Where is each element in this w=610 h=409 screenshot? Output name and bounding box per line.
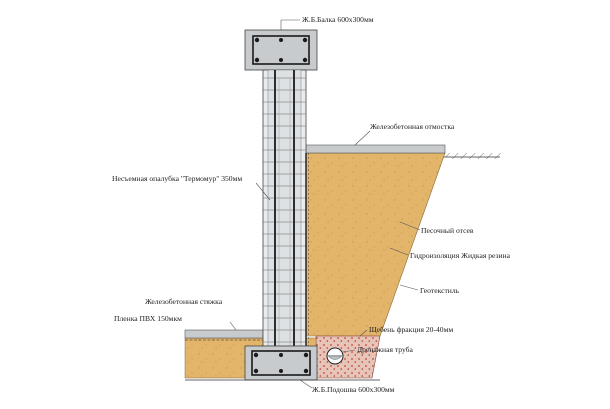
sand-backfill xyxy=(305,152,446,337)
label-screed: Железобетонная стяжка xyxy=(145,297,223,306)
footing xyxy=(244,345,318,381)
label-formwork: Несъемная опалубка "Термомур" 350мм xyxy=(112,174,242,183)
label-sand-backfill: Песочный отсев xyxy=(421,226,474,235)
label-top-beam: Ж.Б.Балка 600х300мм xyxy=(302,15,374,24)
label-footing: Ж.Б.Подошва 600х300мм xyxy=(312,385,395,394)
blind-area-slab xyxy=(305,144,446,154)
label-waterproofing: Гидроизоляция Жидкая резина xyxy=(410,251,511,260)
label-blind-area: Железобетонная отмостка xyxy=(370,122,455,131)
label-geotextile: Геотекстиль xyxy=(420,286,460,295)
ground-surface xyxy=(438,153,501,159)
label-gravel: Щебень фракция 20-40мм xyxy=(369,325,453,334)
top-beam xyxy=(244,29,318,71)
formwork-wall xyxy=(262,69,309,354)
label-drain-pipe: Дренажная труба xyxy=(357,345,414,354)
label-pvc-film: Пленка ПВХ 150мкм xyxy=(114,314,182,323)
concrete-screed xyxy=(184,329,264,339)
drain-pipe-icon xyxy=(326,347,344,365)
gravel-zone xyxy=(315,335,381,379)
